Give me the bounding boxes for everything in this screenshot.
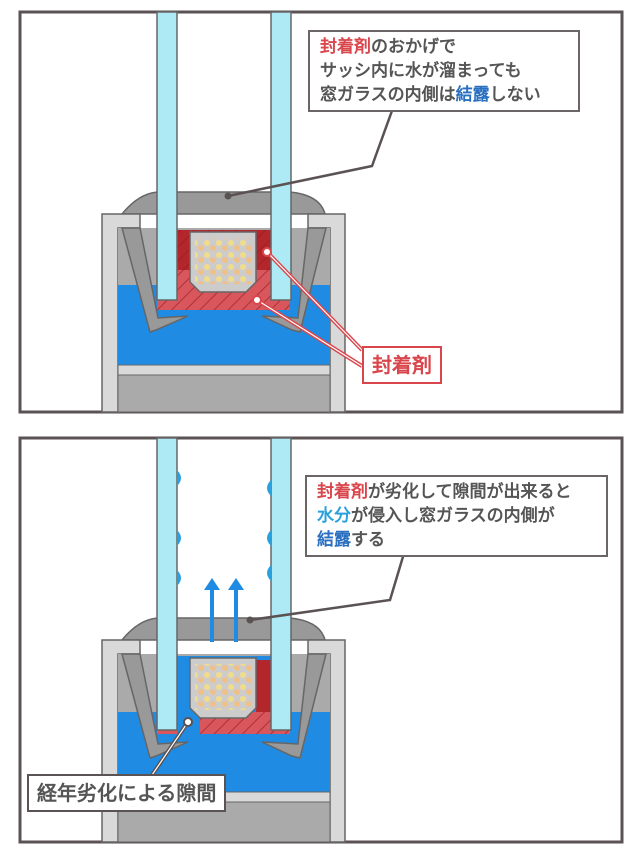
callout-text: サッシ内に水が溜まっても xyxy=(320,61,522,81)
callout-text: が侵入し窓ガラスの内側が xyxy=(351,506,555,526)
glass-pane-right xyxy=(270,11,292,301)
callout-highlight-sealant: 封着剤 xyxy=(317,482,368,502)
callout-text: のおかげで xyxy=(371,37,456,57)
callout-text: が劣化して隙間が出来ると xyxy=(368,482,572,502)
leader-line xyxy=(227,107,395,198)
desiccant-beads xyxy=(195,238,251,284)
glass-pane-right xyxy=(270,437,292,731)
callout-highlight-moisture: 水分 xyxy=(317,506,351,526)
callout-highlight-condensation: 結露 xyxy=(455,85,490,105)
top-explanation-callout: 封着剤のおかげで サッシ内に水が溜まっても 窓ガラスの内側は結露しない xyxy=(308,30,580,112)
leader-line xyxy=(249,549,407,622)
callout-text: しない xyxy=(489,85,541,105)
callout-highlight-condensation: 結露 xyxy=(317,530,351,550)
callout-text: 窓ガラスの内側は xyxy=(320,85,456,105)
moisture-arrows-icon xyxy=(204,578,244,642)
aging-gap-label: 経年劣化による隙間 xyxy=(27,774,227,812)
sealant-label: 封着剤 xyxy=(362,346,442,384)
callout-text: する xyxy=(351,530,385,550)
bottom-explanation-callout: 封着剤が劣化して隙間が出来ると 水分が侵入し窓ガラスの内側が 結露する xyxy=(305,475,608,557)
condensation-droplets xyxy=(177,470,271,586)
glass-pane-left xyxy=(156,437,178,731)
callout-highlight-sealant: 封着剤 xyxy=(320,37,371,57)
desiccant-beads xyxy=(195,664,251,710)
glass-pane-left xyxy=(156,11,178,301)
